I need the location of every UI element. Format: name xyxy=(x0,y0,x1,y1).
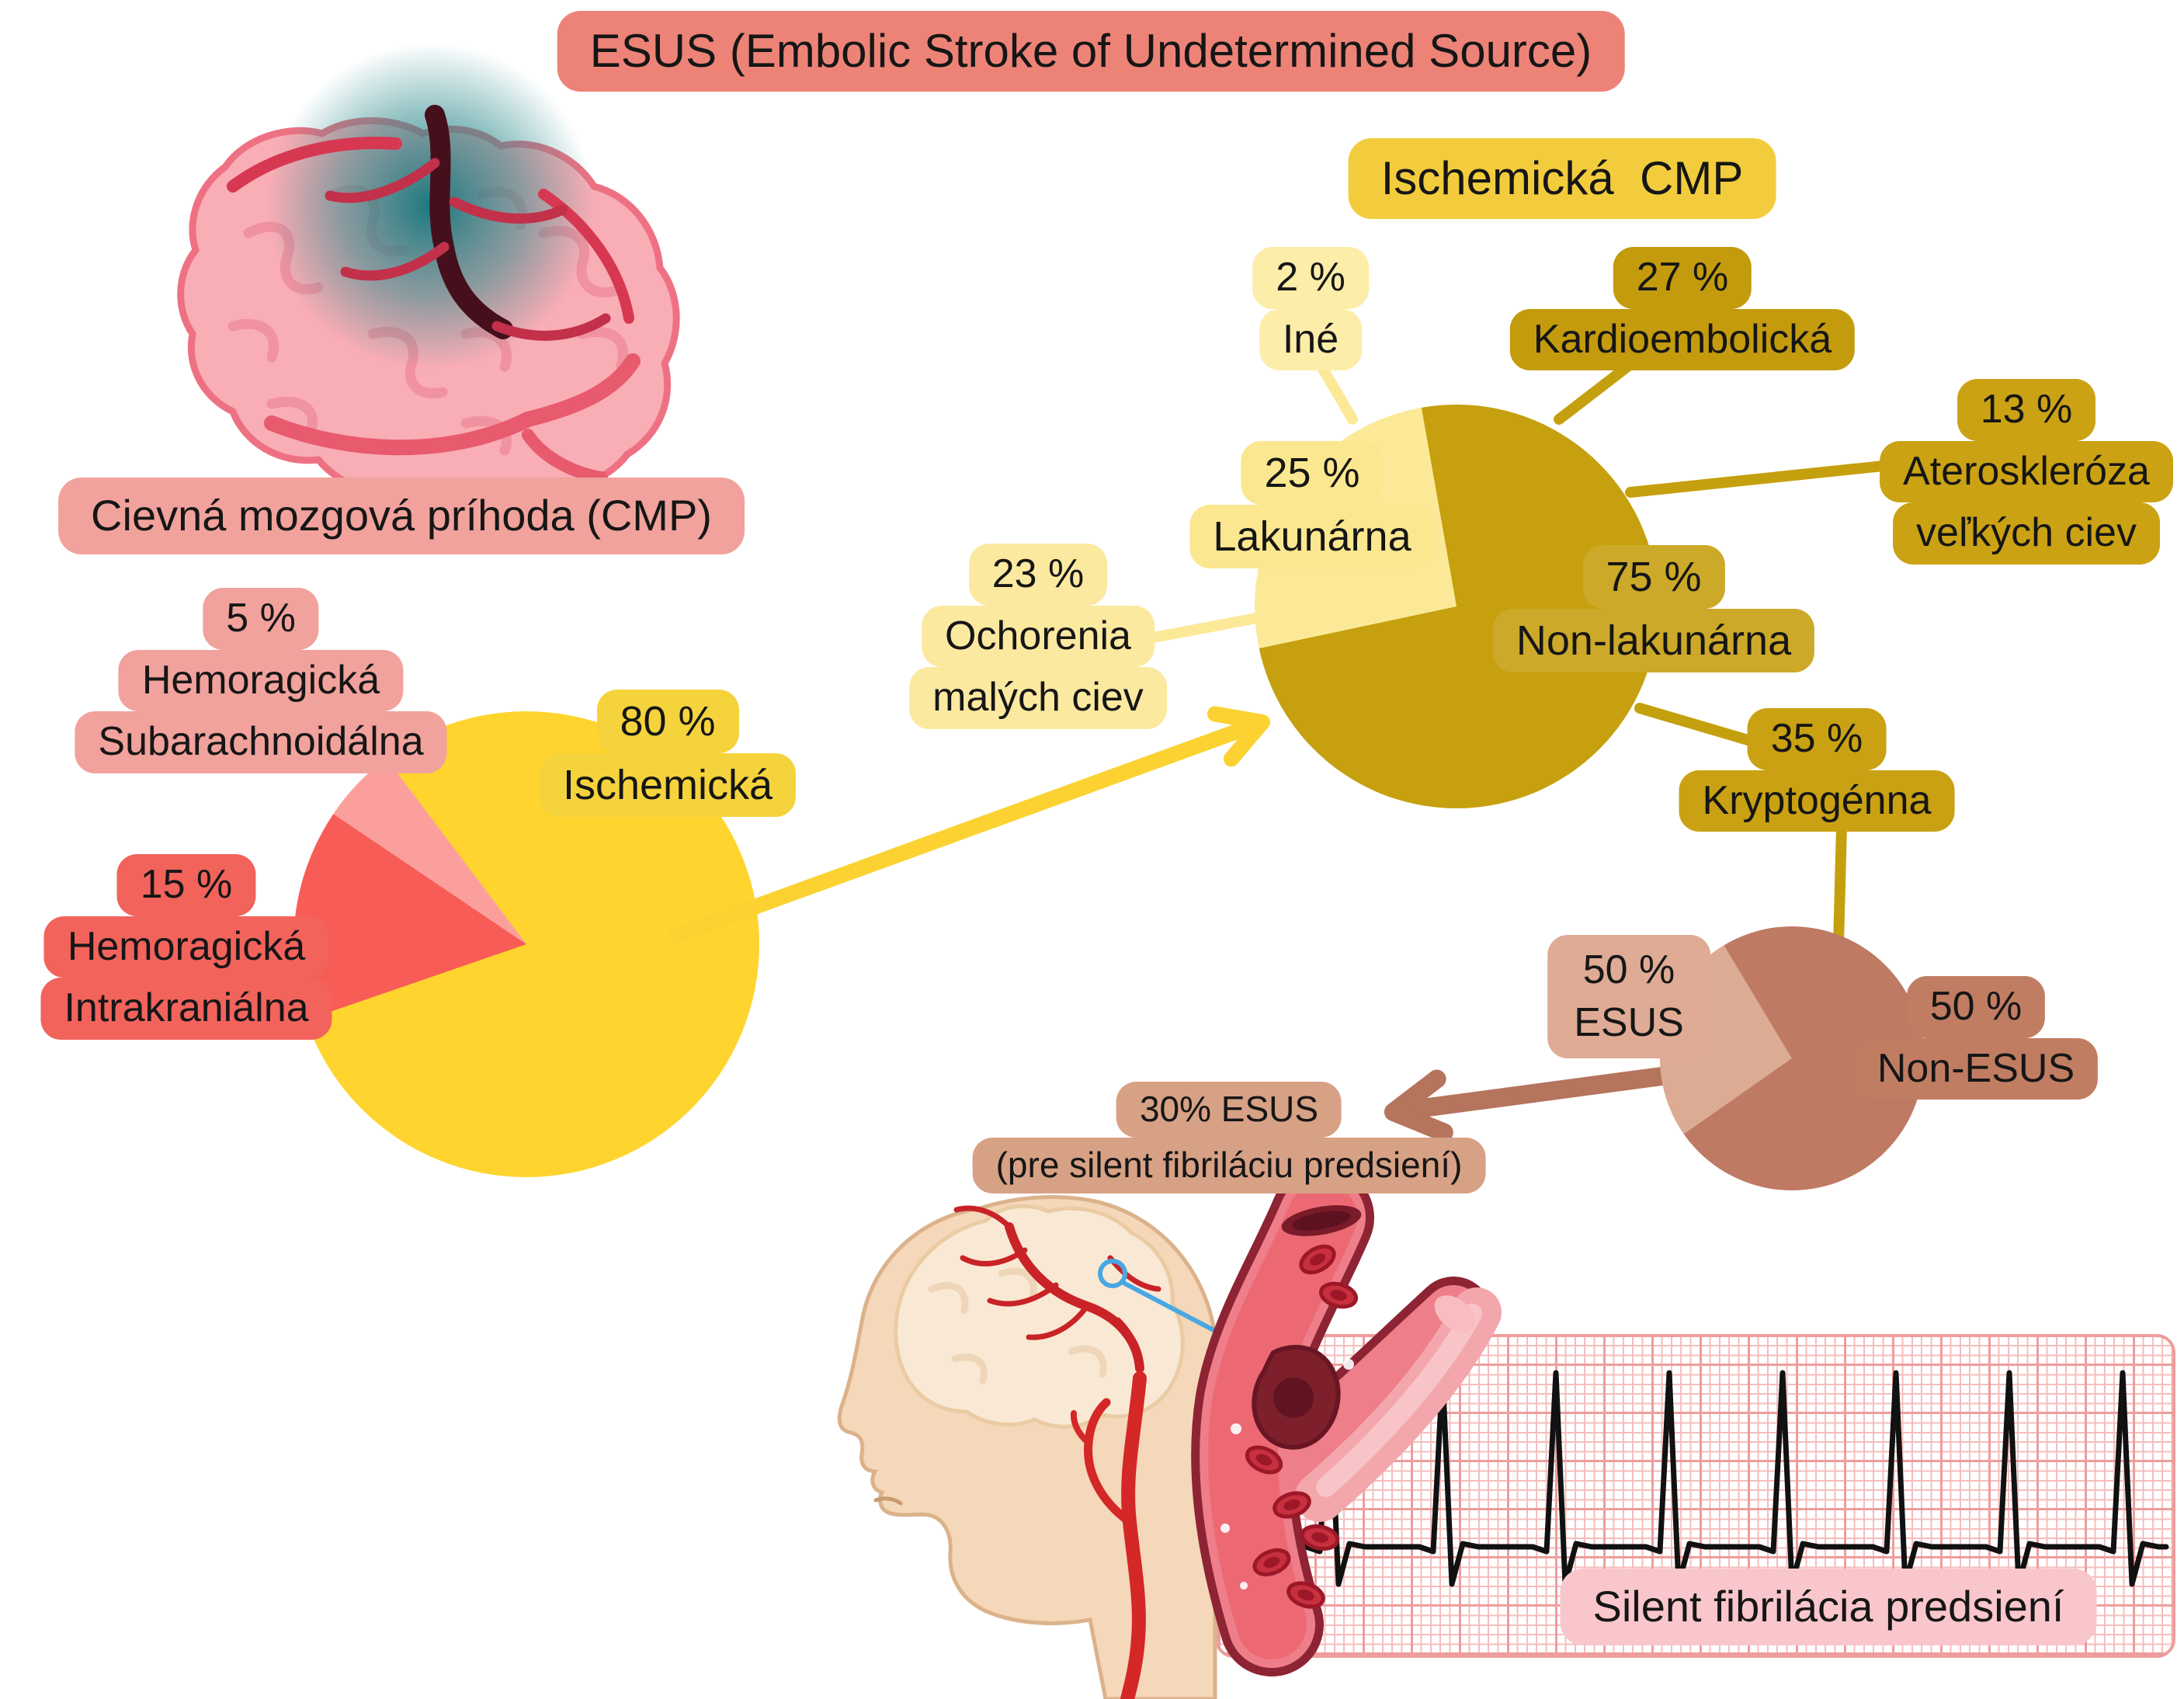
ine2-text: Iné xyxy=(1259,308,1363,371)
silent_fib-pill: Silent fibrilácia predsiení xyxy=(1560,1569,2097,1645)
label-nonlakunarna-75: 75 %Non-lakunárna xyxy=(1492,545,1815,673)
silent_fib-text: Silent fibrilácia predsiení xyxy=(1592,1582,2064,1631)
hem_sub-text: Subarachnoidálna xyxy=(75,711,447,773)
sparkles xyxy=(1220,1359,1354,1590)
label-lakunarna-25: 25 %Lakunárna xyxy=(1189,441,1435,569)
title-badge: ESUS (Embolic Stroke of Undetermined Sou… xyxy=(557,11,1625,92)
hem_sub-text: 5 % xyxy=(203,588,319,650)
esus50-pill: 50 % ESUS xyxy=(1547,935,1710,1059)
brain-vessels xyxy=(227,105,641,484)
label-kryptogenna-35: 35 %Kryptogénna xyxy=(1679,708,1955,832)
isch80-text: 80 % xyxy=(596,690,739,754)
esus30-text: (pre silent fibriláciu predsiení) xyxy=(972,1137,1486,1193)
label-kardioembolicka-27: 27 %Kardioembolická xyxy=(1509,247,1856,371)
hem_intra-text: Hemoragická xyxy=(43,916,329,978)
lakun25-text: Lakunárna xyxy=(1189,505,1435,569)
hem_intra-text: Intrakraniálna xyxy=(40,978,332,1040)
mouth-line xyxy=(873,1496,903,1506)
head-illustration xyxy=(837,1194,1217,1699)
isch80-text: Ischemická xyxy=(539,753,797,818)
connector-kryptogenna-pie xyxy=(1833,821,1847,949)
esus30-text: 30% ESUS xyxy=(1116,1082,1342,1138)
vessel-illustration xyxy=(1191,1166,1502,1676)
label-ischemicka-80: 80 %Ischemická xyxy=(539,690,797,818)
krypto35-text: 35 % xyxy=(1747,708,1887,770)
lakun25-text: 25 % xyxy=(1241,441,1384,506)
ochorenia23-text: malých ciev xyxy=(909,667,1167,729)
title-text: ESUS (Embolic Stroke of Undetermined Sou… xyxy=(589,25,1592,77)
title-pill: ESUS (Embolic Stroke of Undetermined Sou… xyxy=(557,11,1625,92)
carotid-artery xyxy=(1070,1371,1147,1699)
label-ine-2: 2 %Iné xyxy=(1252,247,1369,371)
isch_cmp-text: Ischemická CMP xyxy=(1380,152,1744,204)
label-esus-30: 30% ESUS(pre silent fibriláciu predsiení… xyxy=(972,1082,1486,1193)
kardio27-text: 27 % xyxy=(1613,247,1752,309)
label-nonesus-50: 50 %Non-ESUS xyxy=(1853,976,2099,1100)
ochorenia23-text: Ochorenia xyxy=(922,605,1154,668)
ischemia-teal-zone xyxy=(268,43,594,369)
nonesus50-text: Non-ESUS xyxy=(1853,1037,2099,1100)
cmp-pill: Cievná mozgová príhoda (CMP) xyxy=(58,478,745,554)
atero13-text: Ateroskleróza xyxy=(1880,440,2173,503)
hem_sub-text: Hemoragická xyxy=(118,649,404,712)
kardio27-text: Kardioembolická xyxy=(1509,308,1856,371)
brain-gyri xyxy=(227,185,629,456)
isch_cmp-pill: Ischemická CMP xyxy=(1348,138,1776,219)
krypto35-text: Kryptogénna xyxy=(1679,770,1955,832)
brain-body xyxy=(177,117,680,504)
ochorenia23-text: 23 % xyxy=(968,544,1108,606)
label-silent-fibrilacia: Silent fibrilácia predsiení xyxy=(1560,1569,2097,1645)
nonesus50-text: 50 % xyxy=(1906,976,2046,1038)
label-esus-50: 50 % ESUS xyxy=(1547,935,1710,1059)
nonlakun75-text: 75 % xyxy=(1582,545,1725,610)
cmp-text: Cievná mozgová príhoda (CMP) xyxy=(91,491,712,540)
esus50-text: 50 % xyxy=(1582,947,1675,992)
atero13-text: veľkých ciev xyxy=(1893,502,2160,565)
label-ischemicka-cmp: Ischemická CMP xyxy=(1348,138,1776,219)
atero13-text: 13 % xyxy=(1957,379,2096,441)
nonlakun75-text: Non-lakunárna xyxy=(1492,609,1815,673)
head-vessel-illustration xyxy=(837,1166,1502,1699)
esus50-text: ESUS xyxy=(1574,999,1684,1045)
ine2-text: 2 % xyxy=(1252,247,1369,309)
connector-ateroskleroza xyxy=(1625,459,1904,498)
label-cmp: Cievná mozgová príhoda (CMP) xyxy=(58,478,745,554)
hem_intra-text: 15 % xyxy=(116,854,256,916)
